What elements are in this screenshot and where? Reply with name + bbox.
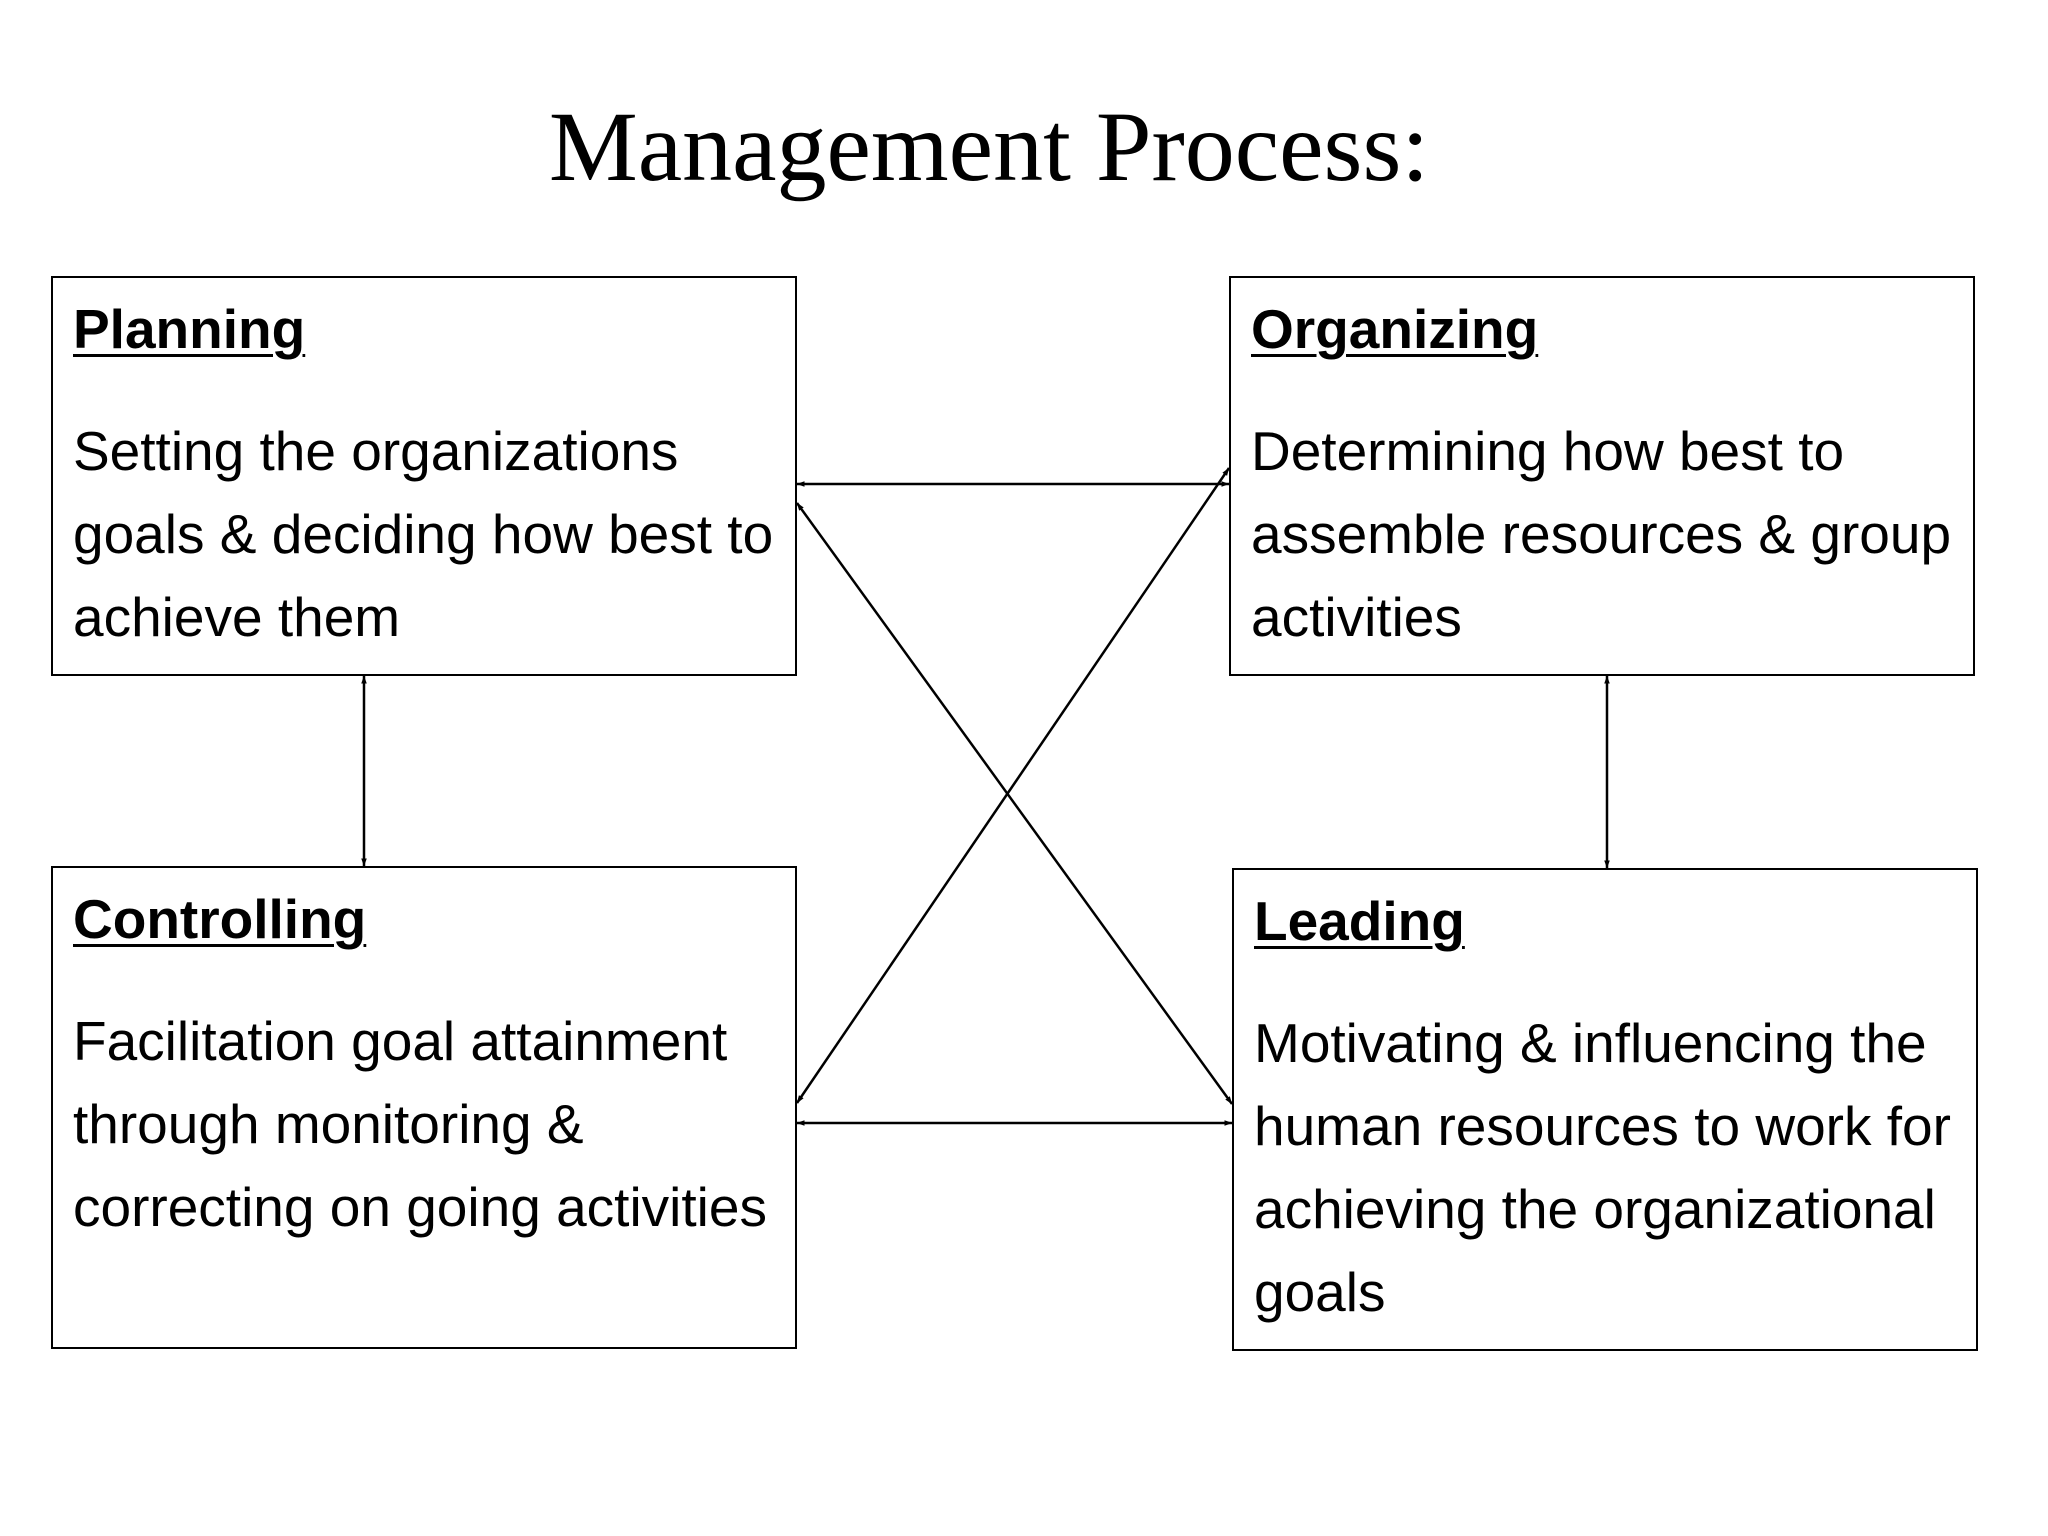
controlling-heading: Controlling bbox=[73, 888, 367, 950]
planning-box: Planning Setting the organizations goals… bbox=[51, 276, 797, 676]
planning-description: Setting the organizations goals & decidi… bbox=[73, 420, 774, 648]
page-title-text: Management Process: bbox=[548, 91, 1430, 202]
leading-description: Motivating & influencing the human resou… bbox=[1254, 1012, 1951, 1323]
controlling-description: Facilitation goal attainment through mon… bbox=[73, 1010, 767, 1238]
organizing-box: Organizing Determining how best to assem… bbox=[1229, 276, 1975, 676]
leading-box: Leading Motivating & influencing the hum… bbox=[1232, 868, 1978, 1351]
leading-heading: Leading bbox=[1254, 890, 1465, 952]
controlling-box: Controlling Facilitation goal attainment… bbox=[51, 866, 797, 1349]
planning-heading: Planning bbox=[73, 298, 306, 360]
page-title: Management Process: bbox=[0, 92, 2048, 202]
organizing-description: Determining how best to assemble resourc… bbox=[1251, 420, 1952, 648]
arrow-organizing-controlling bbox=[795, 467, 1231, 1104]
organizing-heading: Organizing bbox=[1251, 298, 1539, 360]
arrow-planning-leading bbox=[795, 502, 1234, 1105]
